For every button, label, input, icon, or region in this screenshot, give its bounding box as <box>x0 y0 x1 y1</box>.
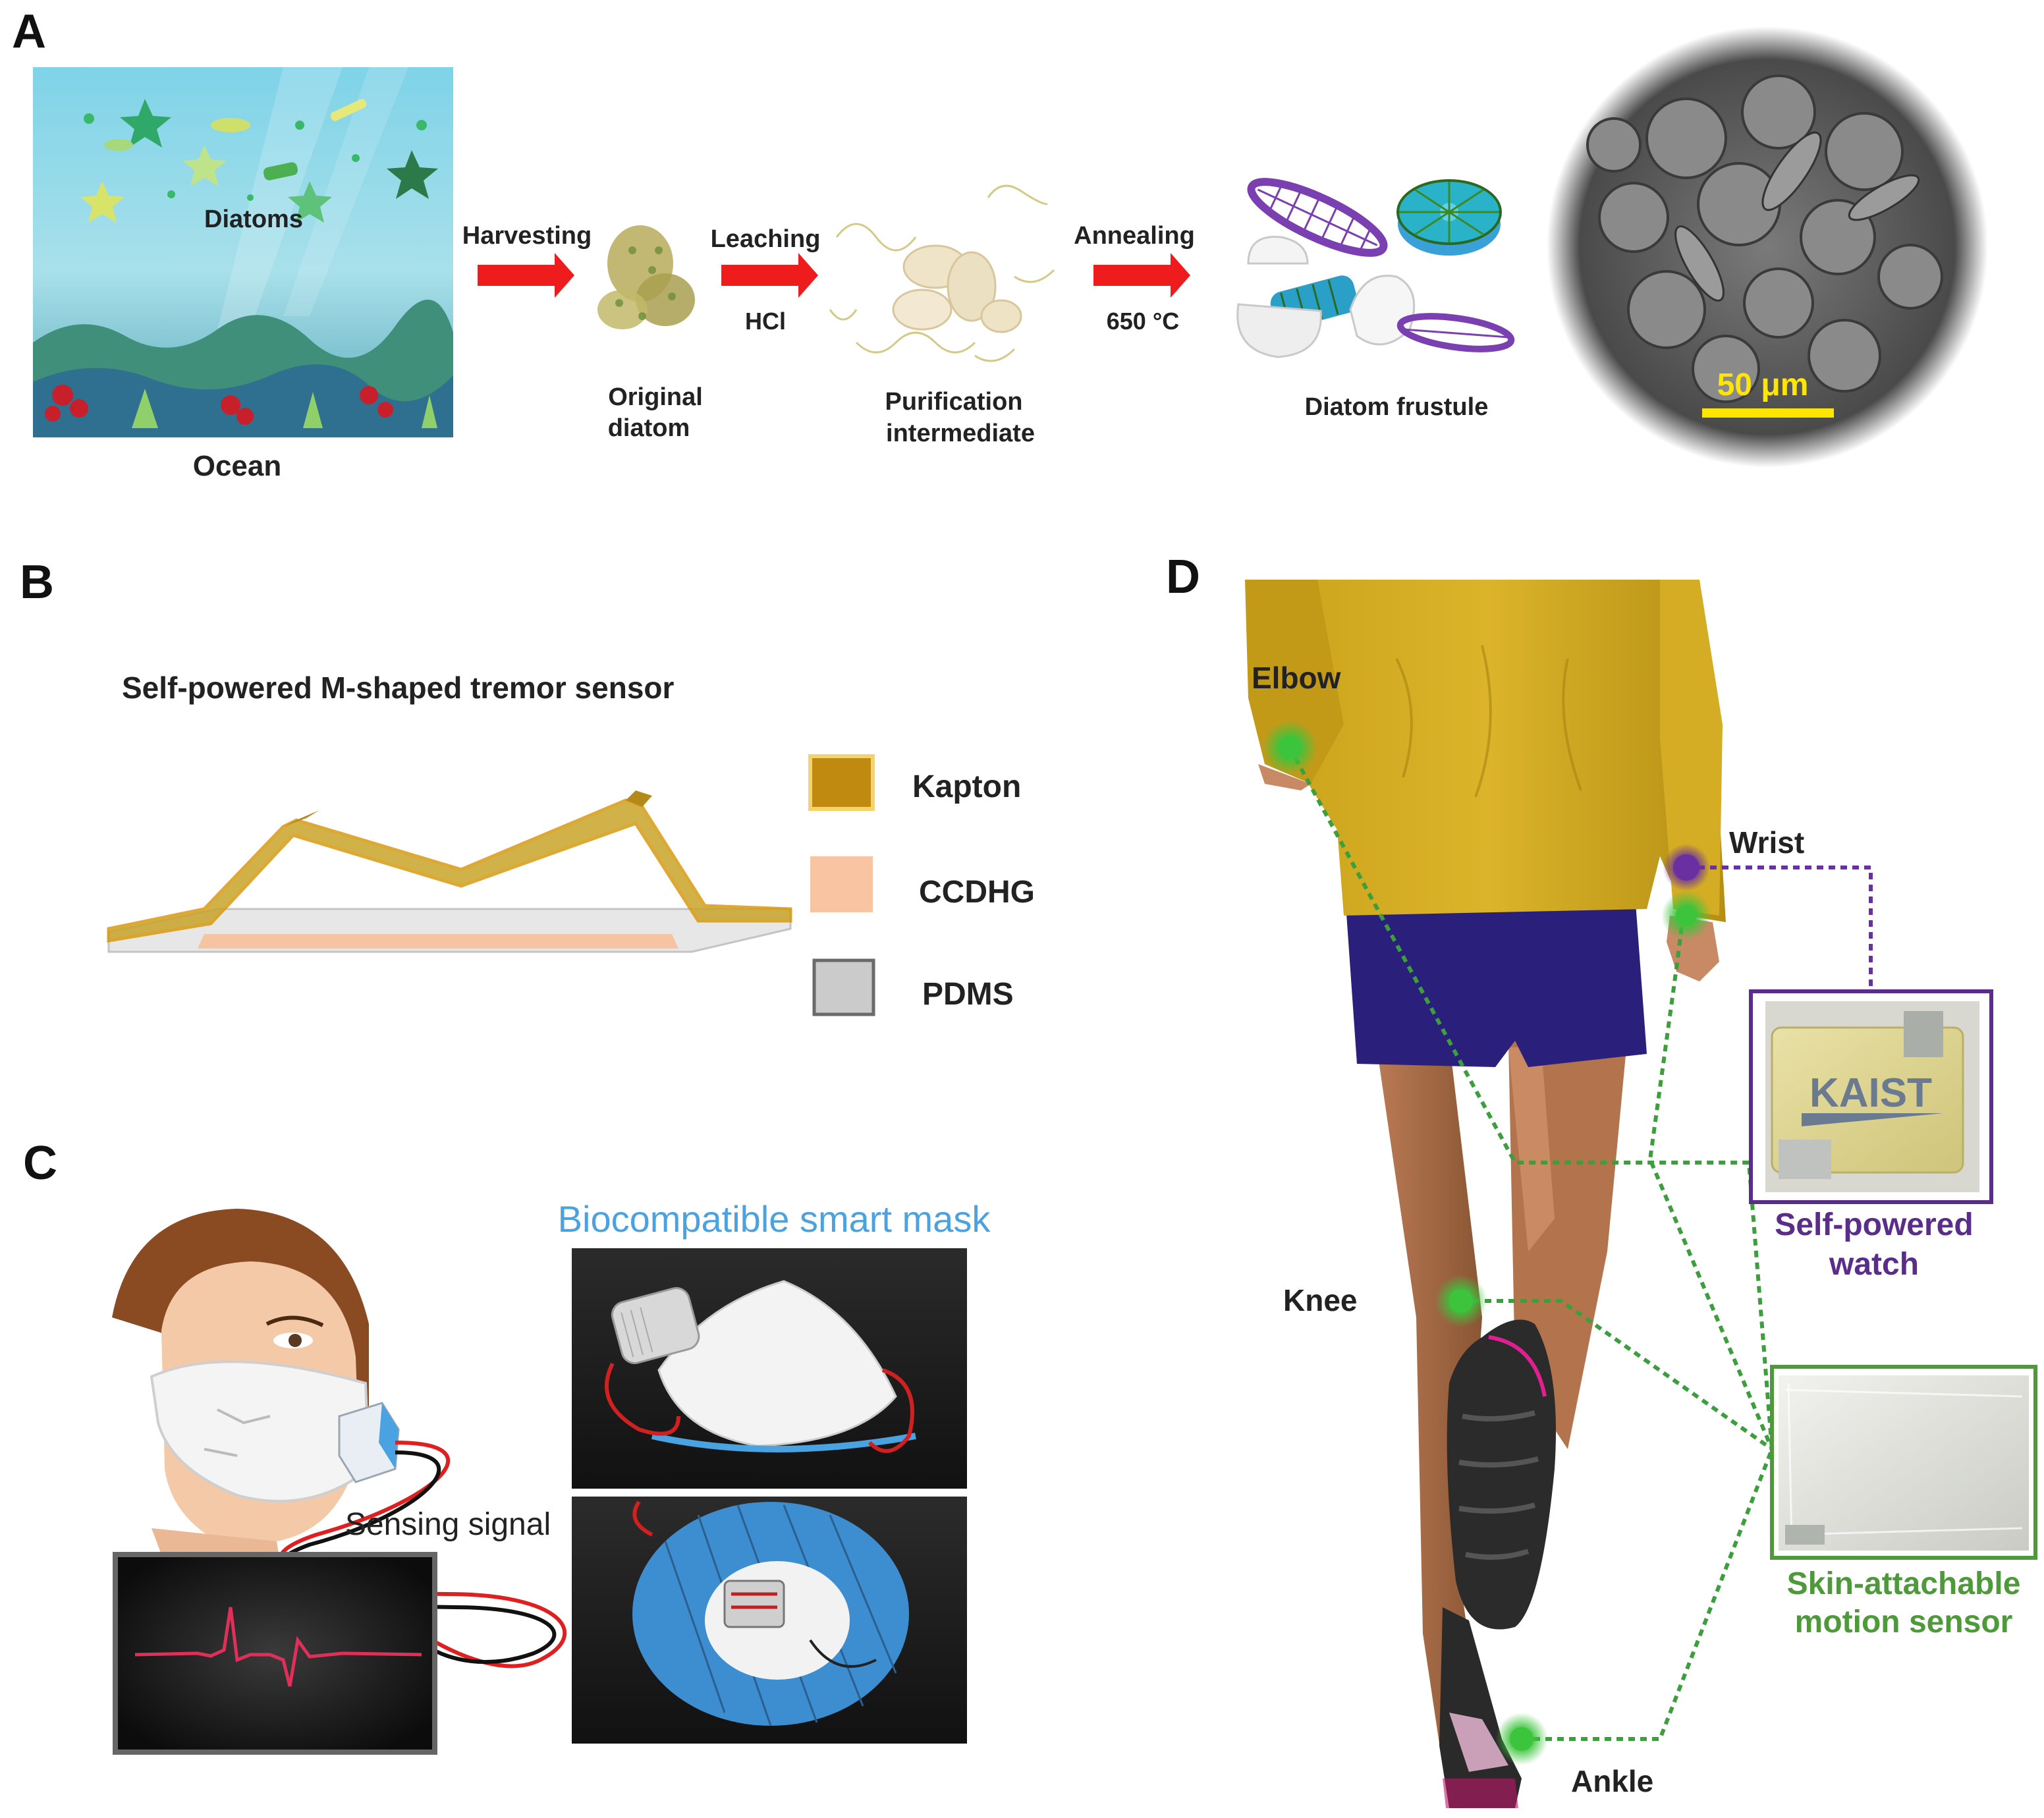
panel-a-letter: A <box>12 5 46 58</box>
scale-bar <box>1702 408 1834 418</box>
diatoms-label: Diatoms <box>204 206 303 233</box>
original-diatom-label-1: Original <box>608 383 703 411</box>
panel-c-letter: C <box>23 1137 57 1190</box>
diatom-particles <box>80 99 438 223</box>
signal-trace <box>134 1607 422 1687</box>
motion-sensor-photo <box>1770 1365 2037 1560</box>
panel-b-letter: B <box>20 556 54 609</box>
elbow-sensor-marker <box>1262 720 1317 775</box>
legend-kapton: Kapton <box>808 754 1021 811</box>
legend-pdms-label: PDMS <box>922 977 1014 1012</box>
ocean-label: Ocean <box>193 450 282 482</box>
mask-photo-bottom <box>572 1497 967 1744</box>
knee-label: Knee <box>1283 1283 1357 1317</box>
sem-image <box>1547 26 1988 468</box>
annealing-arrow <box>1093 253 1190 298</box>
harvesting-arrow <box>478 253 574 298</box>
m-shaped-sensor-illustration <box>107 790 792 953</box>
sensor-connector-lines <box>1288 746 1774 1741</box>
legend-pdms: PDMS <box>812 958 1014 1016</box>
runner-illustration <box>1245 580 1726 1808</box>
mask-photo-top <box>572 1248 967 1489</box>
knee-sensor-marker <box>1435 1275 1487 1327</box>
watch-label-1: Self-powered <box>1775 1207 1973 1242</box>
purification-label-2: intermediate <box>886 420 1035 447</box>
watch-connector-line <box>1686 866 1873 991</box>
diatom-frustule-image <box>1236 178 1515 358</box>
panel-c-title: Biocompatible smart mask <box>558 1198 991 1240</box>
annealing-label: Annealing <box>1074 222 1195 250</box>
motion-sensor-label-1: Skin-attachable <box>1787 1566 2021 1601</box>
leaching-label: Leaching <box>711 225 821 253</box>
motion-sensor-label-2: motion sensor <box>1795 1605 2013 1639</box>
original-diatom-image <box>597 225 695 329</box>
wrist-sensor-marker-purple <box>1663 844 1710 891</box>
annealing-condition: 650 °C <box>1107 308 1179 335</box>
woman-with-mask-illustration <box>112 1209 400 1581</box>
leaching-arrow <box>721 253 818 298</box>
ocean-illustration <box>33 67 453 437</box>
legend-ccdhg-label: CCDHG <box>919 875 1035 910</box>
harvesting-label: Harvesting <box>462 222 592 250</box>
legend-ccdhg: CCDHG <box>810 856 1035 912</box>
panel-d-letter: D <box>1166 551 1200 603</box>
wrist-sensor-marker-green <box>1661 891 1711 941</box>
leaching-condition: HCl <box>745 308 786 335</box>
diatom-frustule-label: Diatom frustule <box>1305 393 1489 421</box>
legend-kapton-label: Kapton <box>912 769 1021 804</box>
scale-bar-label: 50 μm <box>1717 368 1809 402</box>
watch-label-2: watch <box>1829 1247 1919 1282</box>
ankle-label: Ankle <box>1571 1764 1653 1798</box>
ankle-sensor-marker <box>1495 1713 1548 1765</box>
wrist-label: Wrist <box>1729 825 1804 860</box>
elbow-label: Elbow <box>1252 661 1341 695</box>
watch-kaist-logo: KAIST <box>1809 1070 1932 1116</box>
purification-intermediate-image <box>829 184 1055 362</box>
panel-b-title: Self-powered M-shaped tremor sensor <box>122 671 674 705</box>
sensing-signal-label: Sensing signal <box>345 1507 551 1542</box>
purification-label-1: Purification <box>885 388 1022 416</box>
signal-monitor <box>113 1552 437 1755</box>
self-powered-watch-photo: KAIST <box>1749 989 1993 1204</box>
original-diatom-label-2: diatom <box>608 414 690 442</box>
